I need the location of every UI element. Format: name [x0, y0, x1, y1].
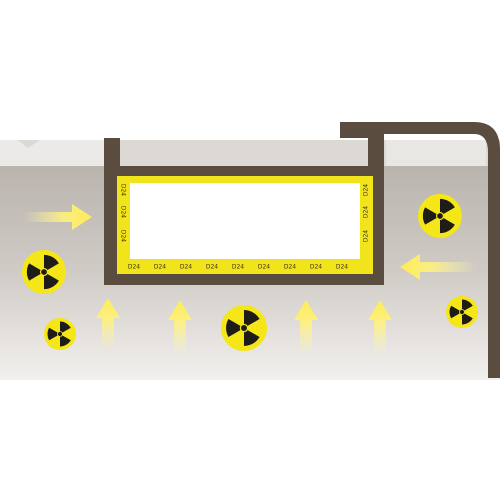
tape-label: D24: [284, 264, 296, 271]
tape-label: D24: [120, 230, 127, 242]
tape-label: D24: [258, 264, 270, 271]
arrow-right-icon: [24, 204, 92, 230]
tape-label: D24: [154, 264, 166, 271]
ground-surface-left: [0, 140, 106, 166]
arrow-up-icon: [368, 300, 392, 356]
tape-label: D24: [120, 206, 127, 218]
radiation-icon: [445, 296, 478, 328]
tape-label: D24: [128, 264, 140, 271]
arrow-up-icon: [96, 298, 120, 352]
radiation-icon: [43, 318, 76, 350]
foundation-structure: [104, 122, 500, 378]
tape-label: D24: [336, 264, 348, 271]
room-interior: [130, 183, 360, 259]
tape-label: D24: [180, 264, 192, 271]
tape-label: D24: [232, 264, 244, 271]
tape-label: D24: [310, 264, 322, 271]
tape-label: D24: [363, 230, 370, 242]
arrow-up-icon: [168, 300, 192, 356]
arrow-up-icon: [294, 300, 318, 356]
gas-flow-arrows: [24, 204, 476, 356]
radiation-icon: [417, 194, 462, 238]
radon-barrier-tape: [117, 176, 373, 274]
tape-label: D24: [363, 184, 370, 196]
tape-label: D24: [120, 184, 127, 196]
tape-label: D24: [363, 206, 370, 218]
radiation-icon: [220, 305, 267, 351]
tape-label: D24: [206, 264, 218, 271]
radiation-icon: [21, 250, 66, 294]
ground-surface-right: [386, 140, 486, 166]
arrow-left-icon: [400, 254, 476, 280]
